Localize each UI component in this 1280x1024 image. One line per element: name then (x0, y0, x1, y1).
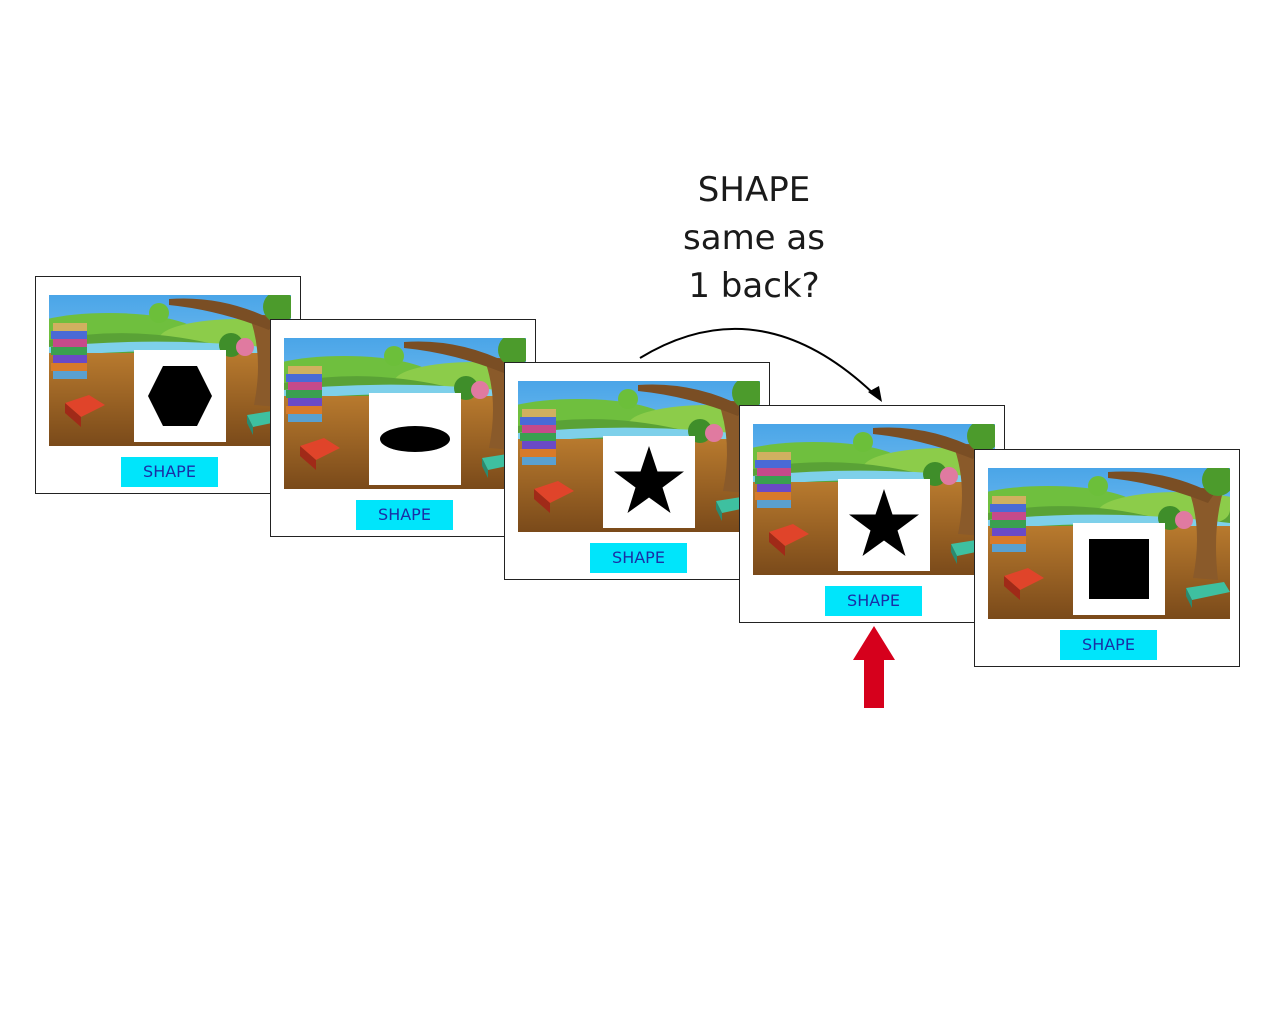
stimulus-card-3: SHAPE (504, 362, 770, 580)
question-text: SHAPE same as 1 back? (654, 166, 854, 310)
background-scene (284, 338, 526, 489)
up-arrow-icon (853, 626, 895, 708)
question-line-1: SHAPE (697, 170, 811, 210)
background-scene (988, 468, 1230, 619)
ellipse-stimulus (369, 393, 461, 485)
star-stimulus (603, 436, 695, 528)
stimulus-card-1: SHAPE (35, 276, 301, 494)
shape-label: SHAPE (121, 457, 218, 487)
question-line-2: same as (683, 218, 825, 258)
shape-label: SHAPE (825, 586, 922, 616)
shape-label: SHAPE (590, 543, 687, 573)
shape-label: SHAPE (1060, 630, 1157, 660)
stimulus-card-2: SHAPE (270, 319, 536, 537)
question-line-3: 1 back? (688, 266, 820, 306)
stimulus-card-5: SHAPE (974, 449, 1240, 667)
shape-label: SHAPE (356, 500, 453, 530)
stimulus-card-4: SHAPE (739, 405, 1005, 623)
hexagon-stimulus (134, 350, 226, 442)
square-stimulus (1073, 523, 1165, 615)
background-scene (753, 424, 995, 575)
background-scene (49, 295, 291, 446)
star-stimulus (838, 479, 930, 571)
background-scene (518, 381, 760, 532)
